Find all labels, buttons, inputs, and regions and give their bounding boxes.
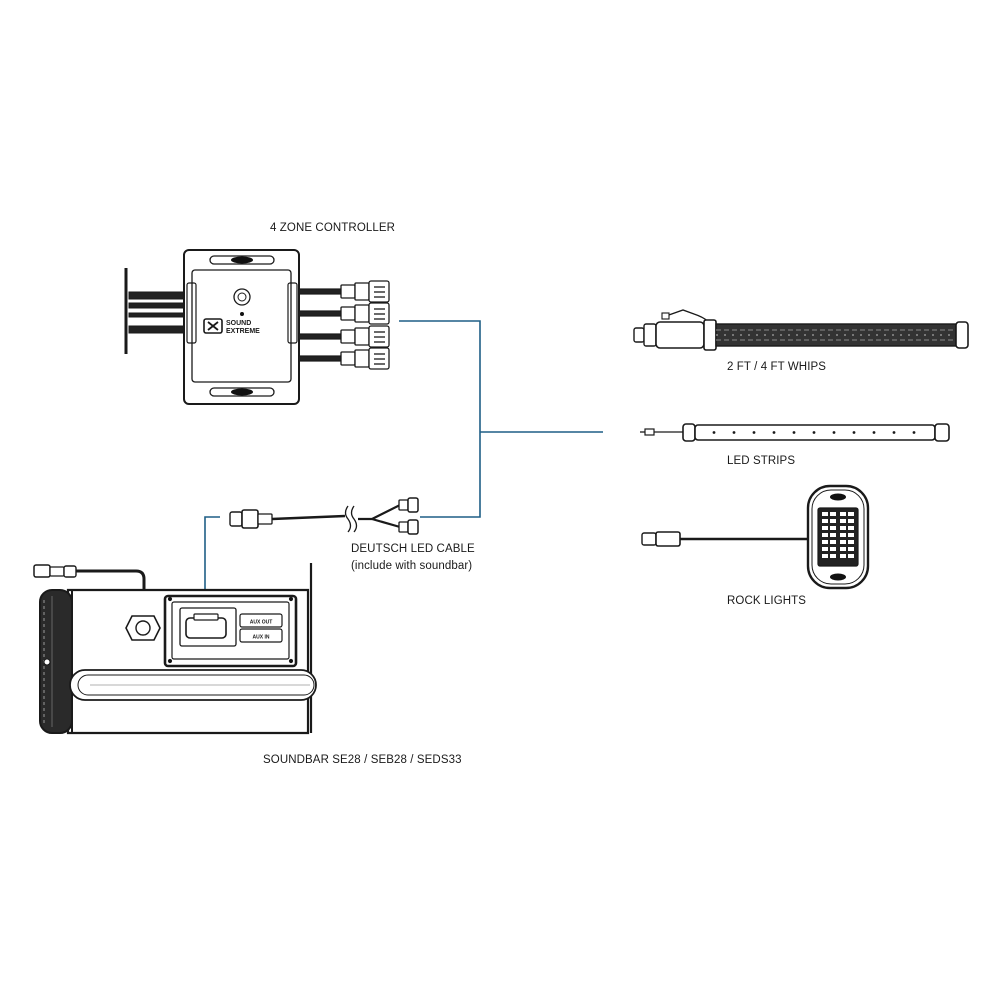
strips-label: LED STRIPS xyxy=(727,455,796,467)
controller-logo-line2: EXTREME xyxy=(226,328,260,335)
led-strip-icon xyxy=(640,423,950,442)
rock-light-icon xyxy=(641,484,870,590)
aux-out-label: AUX OUT xyxy=(250,620,273,626)
whip-light-icon xyxy=(633,309,969,351)
whips-label: 2 FT / 4 FT WHIPS xyxy=(727,361,827,373)
deutsch-cable-icon xyxy=(229,497,419,535)
aux-in-label: AUX IN xyxy=(253,635,270,641)
controller-label: 4 ZONE CONTROLLER xyxy=(270,222,396,234)
cable-label-line1: DEUTSCH LED CABLE xyxy=(351,543,475,555)
connector-lines xyxy=(204,320,603,620)
cable-label-line2: (include with soundbar) xyxy=(351,560,473,572)
soundbar-label: SOUNDBAR SE28 / SEB28 / SEDS33 xyxy=(263,754,462,766)
rock-lights-label: ROCK LIGHTS xyxy=(727,595,807,607)
controller-logo-line1: SOUND xyxy=(226,320,251,327)
controller-icon xyxy=(124,249,390,405)
soundbar-icon xyxy=(33,563,317,735)
